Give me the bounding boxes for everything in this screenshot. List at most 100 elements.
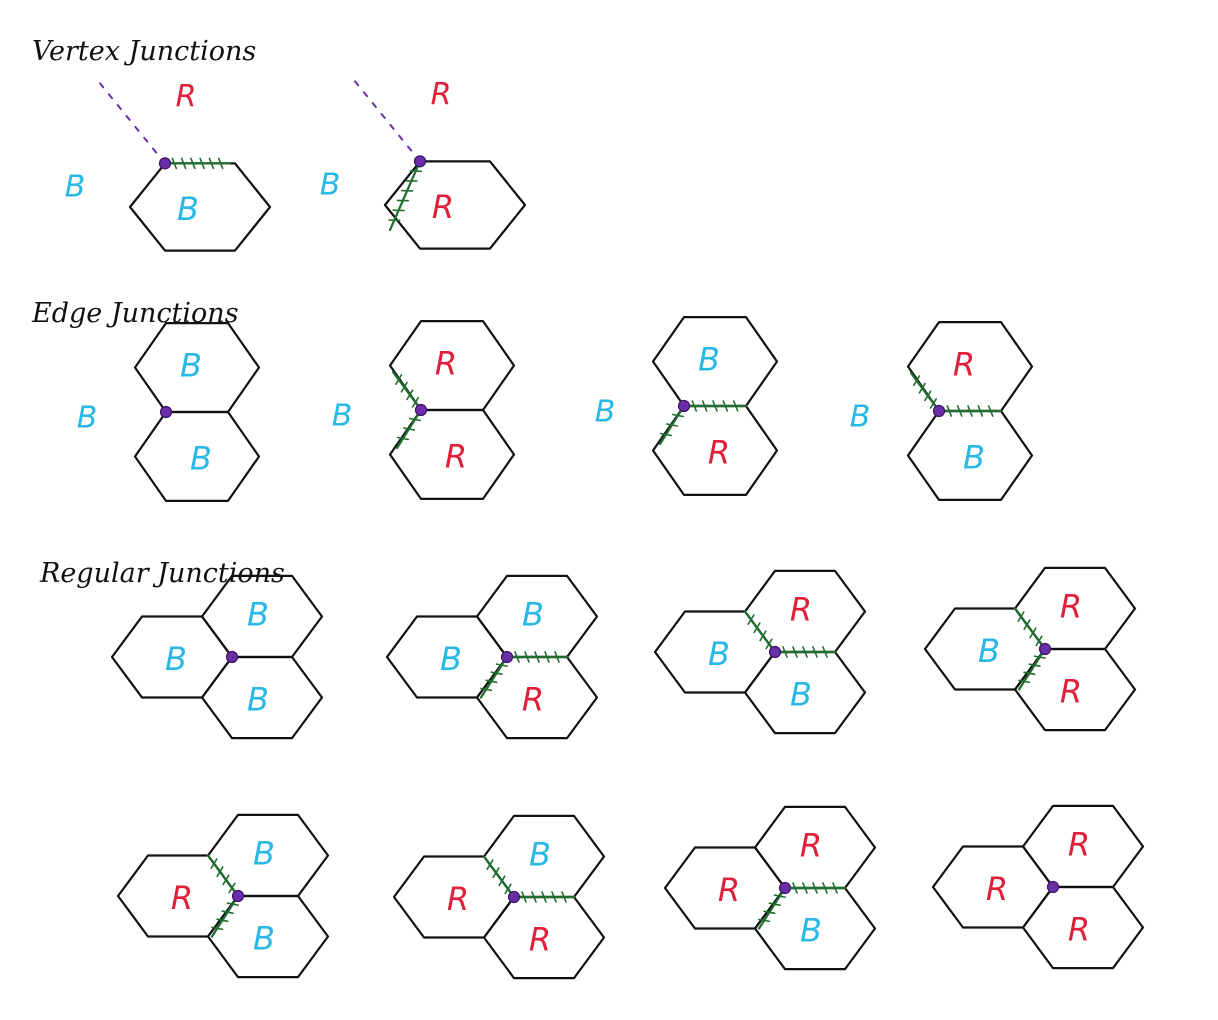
domain-wall (757, 886, 787, 930)
hex-cell-left (385, 615, 509, 699)
section-title-edge: Edge Junctions (31, 298, 239, 329)
edge-panel-4: R B B (850, 321, 1034, 501)
domain-wall (743, 610, 777, 654)
outside-label-top: R (431, 78, 452, 113)
domain-wall (512, 891, 576, 903)
cell-label-left: R (447, 880, 469, 918)
cell-label-top: B (180, 347, 202, 385)
domain-wall (1017, 647, 1047, 691)
domain-wall (505, 651, 569, 663)
domain-wall (163, 157, 232, 170)
cell-label-left: B (978, 632, 1000, 670)
cell-label-bottom: R (522, 681, 544, 719)
cell-label: B (177, 190, 199, 228)
cell-label-top: R (800, 826, 822, 864)
outside-label-left: B (320, 168, 341, 203)
boundary-line (99, 82, 166, 165)
cell-label-left: B (165, 640, 187, 678)
cell-label-top: B (253, 834, 275, 872)
junction-point (677, 399, 691, 413)
junction-point (500, 650, 514, 664)
hex-cell-left (110, 615, 234, 699)
cell-label-bottom: R (1068, 911, 1090, 949)
cell-label-left: R (171, 879, 193, 917)
section-title-regular: Regular Junctions (39, 558, 285, 589)
edge-panel-3: B R B (595, 316, 779, 496)
outside-label-left: B (65, 170, 86, 205)
hex-cell-left (931, 845, 1055, 929)
junction-point (507, 890, 521, 904)
regular-panel-8: RRR (931, 804, 1145, 970)
domain-wall (206, 854, 240, 898)
outside-label-left: B (332, 399, 353, 434)
outside-label-top: R (176, 80, 197, 115)
regular-panel-6: B R R (392, 814, 606, 980)
cell-label-top: B (529, 835, 551, 873)
cell-label-bottom: R (708, 433, 730, 471)
cell-label-left: B (440, 640, 462, 678)
hex-cell (128, 162, 272, 252)
junction-point (778, 881, 792, 895)
cell-label-bottom: R (529, 921, 551, 959)
junction-point (231, 889, 245, 903)
cell-label-top: B (698, 341, 720, 379)
domain-wall (658, 404, 686, 446)
cell-label-top: R (790, 590, 812, 628)
domain-wall (210, 894, 240, 938)
outside-label-left: B (595, 395, 616, 430)
cell-label-top: B (522, 595, 544, 633)
regular-panel-3: R B B (653, 569, 867, 735)
junction-point (1046, 880, 1060, 894)
domain-wall (937, 405, 1003, 417)
hex-cell-bottom (133, 410, 261, 502)
cell-label-top: R (953, 346, 975, 384)
domain-wall (388, 160, 422, 232)
boundary-line (354, 80, 421, 163)
domain-wall (773, 646, 837, 658)
regular-panel-2: B R B (385, 574, 599, 740)
cell-label-bottom: B (190, 439, 212, 477)
edge-panel-2: R R B (332, 320, 516, 500)
junction-point (768, 645, 782, 659)
regular-panel-1: BBB (110, 574, 324, 740)
cell-label-bottom: B (790, 676, 812, 714)
vertex-panel-1: B R B (65, 80, 272, 252)
diagram-panels: BRBRRBBBBRRBBRBRBBBBBBRBRBBRRBBBRBRRRBRR… (65, 78, 1145, 980)
junction-point (413, 155, 427, 168)
junction-point (414, 403, 428, 417)
hex-cell (383, 160, 527, 250)
domain-wall (909, 371, 941, 413)
junction-point (158, 157, 172, 170)
outside-label-left: B (77, 401, 98, 436)
cell-label-bottom: R (445, 437, 467, 475)
domain-wall (391, 370, 423, 412)
cell-label-bottom: B (253, 920, 275, 958)
domain-wall (395, 408, 423, 450)
junction-point (225, 650, 239, 664)
cell-label: R (432, 188, 454, 226)
regular-panel-5: B B R (116, 813, 330, 979)
domain-wall (482, 855, 516, 899)
cell-label-top: B (247, 595, 269, 633)
regular-panel-7: RBR (663, 805, 877, 971)
junction-point (932, 404, 946, 418)
cell-label-top: R (1060, 587, 1082, 625)
outside-label-left: B (850, 400, 871, 435)
regular-panel-4: R R B (923, 566, 1137, 732)
junction-point (1038, 642, 1052, 656)
edge-panel-1: B B B (77, 322, 261, 502)
hex-cell-left (663, 846, 787, 930)
vertex-panel-2: R R B (320, 78, 527, 250)
domain-wall (682, 400, 748, 412)
section-title-vertex: Vertex Junctions (32, 36, 256, 67)
junction-point (159, 405, 173, 419)
cell-label-left: R (986, 870, 1008, 908)
cell-label-bottom: B (800, 912, 822, 950)
cell-label-left: B (708, 635, 730, 673)
cell-label-bottom: B (963, 438, 985, 476)
cell-label-bottom: R (1060, 673, 1082, 711)
domain-wall (479, 655, 509, 699)
cell-label-top: R (435, 345, 457, 383)
domain-wall (1013, 607, 1047, 651)
